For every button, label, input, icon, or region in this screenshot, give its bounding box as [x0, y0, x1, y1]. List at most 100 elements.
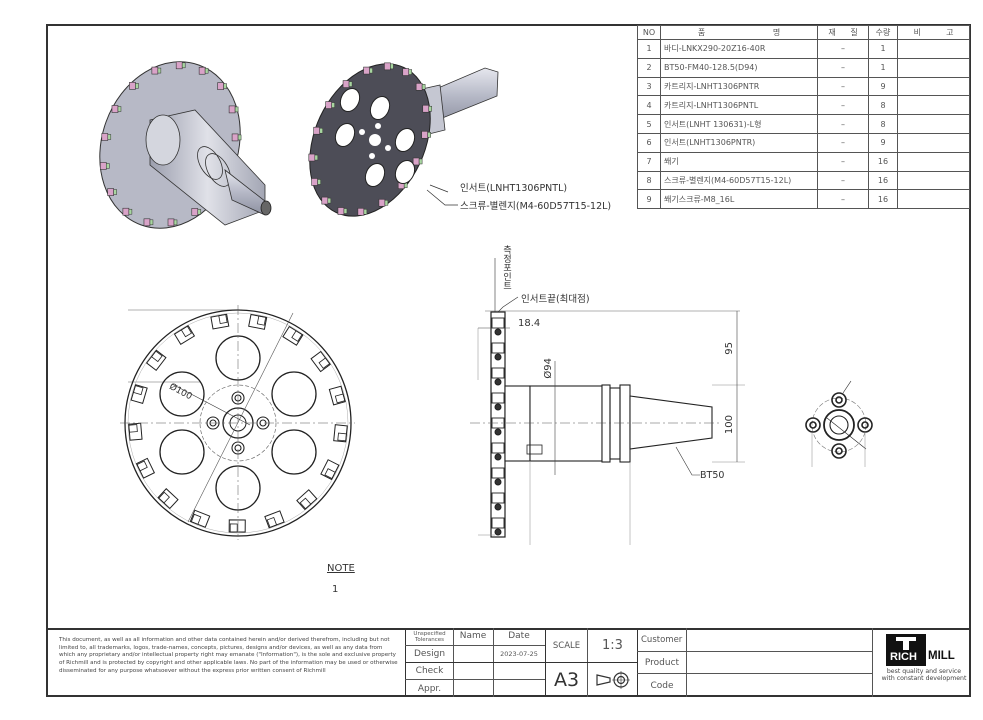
- bom-cell-no: 6: [637, 132, 661, 153]
- insert-pocket: [157, 488, 179, 510]
- side-insert: [491, 442, 505, 461]
- bom-cell-qty: 16: [868, 189, 898, 210]
- iso-insert: [111, 105, 122, 113]
- iso-insert: [384, 62, 394, 71]
- side-view: [470, 258, 745, 545]
- bom-cell-name: 인서트(LNHT 130631)-L형: [660, 114, 818, 134]
- bom-cell-qty: 9: [868, 132, 898, 153]
- iso-insert: [321, 196, 332, 205]
- iso-insert: [415, 83, 426, 91]
- bom-header-material-1: 재: [828, 28, 836, 37]
- insert-pocket: [282, 325, 304, 346]
- iso-insert: [99, 162, 110, 170]
- bom-cell-qty: 8: [868, 114, 898, 134]
- side-insert: [491, 492, 505, 511]
- iso-insert: [129, 82, 139, 90]
- bom-header-material-2: 질: [850, 28, 858, 37]
- bom-cell-name: 카트리지-LNHT1306PNTR: [660, 76, 818, 97]
- bom-cell-remark: [897, 151, 970, 172]
- logo-slogan: best quality and service with constant d…: [881, 668, 967, 682]
- customer-label: Customer: [641, 635, 683, 645]
- bom-cell-remark: [897, 57, 970, 78]
- insert-pocket: [310, 350, 331, 373]
- bom-header-remark-1: 비: [913, 28, 921, 37]
- product-field: [687, 652, 872, 673]
- bom-cell-remark: [897, 39, 970, 59]
- dim-radius-95: 95: [724, 342, 735, 355]
- iso-insert: [107, 188, 117, 196]
- bom-cell-remark: [897, 76, 970, 97]
- tolerances-label: Unspecified Tolerances: [413, 631, 446, 643]
- scale-label: SCALE: [552, 640, 581, 651]
- bom-cell-name: 쐐기: [660, 151, 818, 172]
- dim-dia-94: Ø94: [543, 358, 554, 379]
- bom-cell-name: 쐐기스크류-M8_16L: [660, 189, 818, 210]
- iso-insert: [228, 105, 239, 114]
- iso-insert: [143, 218, 154, 227]
- bom-cell-material: –: [817, 57, 869, 78]
- callout-holder: BT50: [700, 470, 725, 481]
- bom-cell-no: 7: [637, 151, 661, 172]
- iso-insert: [191, 208, 202, 216]
- bom-cell-remark: [897, 189, 970, 210]
- bom-cell-material: –: [817, 39, 869, 59]
- insert-pocket: [296, 489, 318, 511]
- iso-insert: [151, 66, 162, 75]
- bom-cell-qty: 8: [868, 95, 898, 116]
- bom-cell-no: 1: [637, 39, 661, 59]
- side-insert: [491, 342, 505, 361]
- iso-insert: [311, 178, 321, 186]
- dim-len-100: 100: [724, 415, 735, 435]
- bom-cell-name: 바디-LNKX290-20Z16-40R: [660, 39, 818, 59]
- scale-value: 1:3: [602, 638, 623, 653]
- projection-symbol-icon: [588, 663, 637, 697]
- bom-cell-no: 8: [637, 170, 661, 191]
- logo-rich: RICH: [890, 651, 917, 663]
- insert-pocket: [264, 510, 285, 529]
- design-label: Design: [413, 649, 446, 659]
- bom-cell-no: 9: [637, 189, 661, 210]
- bom-header-remark-2: 고: [946, 28, 954, 37]
- insert-pocket: [333, 424, 348, 443]
- code-field: [687, 674, 872, 697]
- appr-label: Appr.: [417, 683, 442, 694]
- bom-cell-material: –: [817, 189, 869, 210]
- bom-header-no: NO: [637, 25, 661, 40]
- iso-insert: [421, 130, 431, 139]
- insert-pocket: [210, 313, 230, 330]
- iso-insert: [198, 66, 209, 75]
- front-view: [120, 305, 355, 540]
- insert-pocket: [173, 325, 196, 345]
- product-label: Product: [644, 657, 680, 668]
- bom-cell-qty: 1: [868, 57, 898, 78]
- iso-view-back: [308, 62, 499, 217]
- iso-insert: [357, 207, 368, 216]
- bom-cell-material: –: [817, 76, 869, 97]
- drawing-frame: [46, 24, 971, 697]
- iso-insert: [101, 133, 112, 141]
- callout-insert-tip: 인서트끝(최대점): [521, 294, 590, 305]
- callout-insert: 인서트(LNHT1306PNTL): [460, 183, 568, 194]
- iso-insert: [402, 68, 413, 76]
- side-insert: [491, 367, 505, 386]
- iso-insert: [231, 133, 242, 142]
- insert-pocket: [228, 519, 246, 533]
- iso-view-front: [99, 61, 272, 229]
- bom-cell-no: 4: [637, 95, 661, 116]
- bom-cell-remark: [897, 95, 970, 116]
- bom-cell-name: 카트리지-LNHT1306PNTL: [660, 95, 818, 116]
- bom-cell-remark: [897, 114, 970, 134]
- iso-insert: [422, 104, 433, 113]
- iso-insert: [122, 207, 133, 216]
- side-insert: [491, 392, 505, 411]
- iso-insert: [378, 198, 389, 207]
